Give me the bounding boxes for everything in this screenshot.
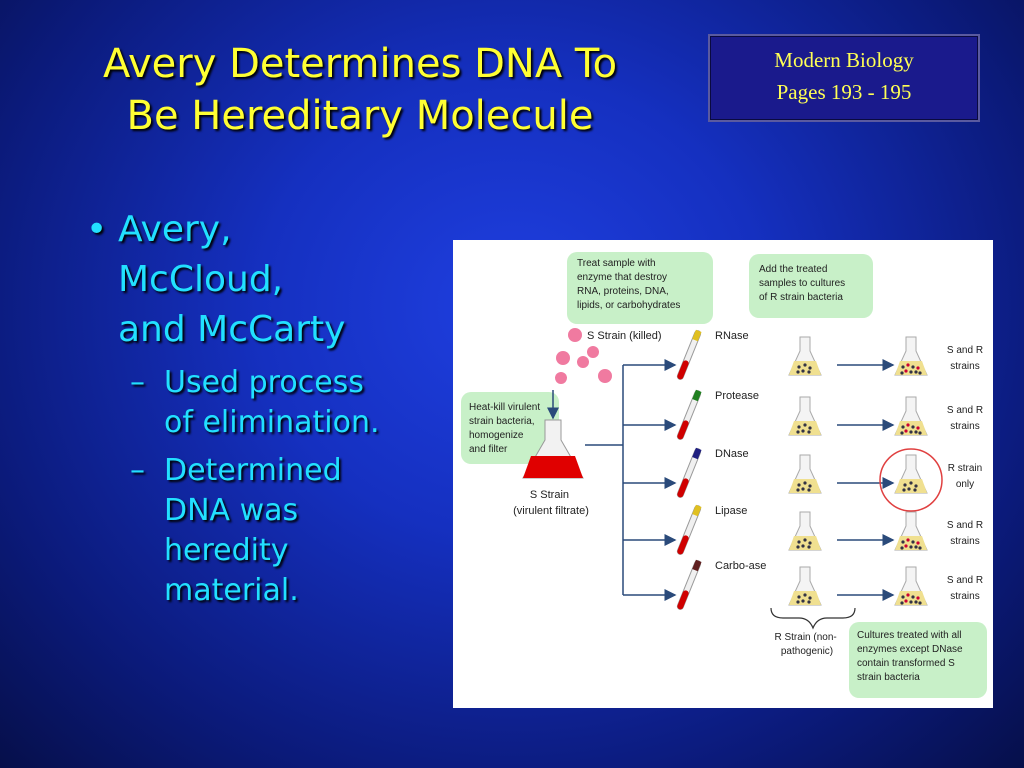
note-result-text: Cultures treated with all enzymes except… [857, 630, 965, 683]
bullet-dot: • [86, 209, 108, 250]
sub-bullet-item: – Used process of elimination. [80, 363, 440, 443]
sub-bullet-item: – Determined DNA was heredity material. [80, 451, 440, 611]
r-culture-flask-icon [788, 454, 822, 494]
enzyme-label: RNase [715, 330, 749, 342]
s-strain-filtrate-label: S Strain (virulent filtrate) [513, 489, 589, 517]
sub-bullet-line: Determined [164, 453, 342, 488]
slide-title-line-1: Avery Determines DNA To [102, 41, 618, 87]
r-culture-flask-icon [788, 511, 822, 551]
note-result-box [849, 622, 987, 698]
sub-bullet-dash: – [130, 365, 145, 400]
r-culture-flask-icon [788, 566, 822, 606]
result-flask-icon [894, 454, 928, 494]
note-treat-box [567, 252, 713, 324]
r-culture-flask-icon [788, 396, 822, 436]
bullet-list: • Avery, McCloud, and McCarty – Used pro… [80, 205, 440, 611]
reference-box: Modern Biology Pages 193 - 195 [708, 34, 980, 122]
bullet-line: and McCarty [118, 309, 346, 350]
note-add-box [749, 254, 873, 318]
result-flask-icon [894, 566, 928, 606]
reference-book: Modern Biology [774, 48, 914, 72]
s-strain-killed-label: S Strain (killed) [587, 330, 662, 342]
r-culture-flask-icon [788, 336, 822, 376]
sub-bullet-line: Used process [164, 365, 364, 400]
enzyme-tube-icon [676, 559, 702, 610]
slide-title-line-2: Be Hereditary Molecule [126, 93, 594, 139]
enzyme-label: DNase [715, 448, 749, 460]
result-flask-icon [894, 511, 928, 551]
enzyme-tube-icon [676, 504, 702, 555]
enzyme-tube-icon [676, 329, 702, 380]
enzyme-tube-icon [676, 389, 702, 440]
note-heat-box [461, 392, 559, 464]
reference-pages: Pages 193 - 195 [776, 80, 912, 104]
result-flask-icon [894, 336, 928, 376]
enzyme-label: Carbo-ase [715, 560, 766, 572]
slide-title: Avery Determines DNA To Be Hereditary Mo… [20, 38, 700, 142]
r-strain-bracket [770, 607, 856, 630]
sub-bullet-line: DNA was [164, 493, 299, 528]
enzyme-label: Lipase [715, 505, 747, 517]
diagram-svg: Treat sample with enzyme that destroy RN… [461, 252, 987, 698]
sub-bullet-dash: – [130, 453, 145, 488]
sub-bullet-line: of elimination. [164, 405, 380, 440]
sub-bullet-line: heredity [164, 533, 289, 568]
note-heat-text: Heat-kill virulent strain bacteria, homo… [469, 402, 543, 455]
bullet-line: McCloud, [118, 259, 284, 300]
sub-bullet-line: material. [164, 573, 299, 608]
enzyme-label: Protease [715, 390, 759, 402]
r-strain-label: R Strain (non- pathogenic) [774, 632, 839, 657]
avery-experiment-diagram: Treat sample with enzyme that destroy RN… [453, 240, 993, 708]
bullet-item: • Avery, McCloud, and McCarty [80, 205, 440, 355]
note-add-text: Add the treated samples to cultures of R… [759, 264, 848, 303]
note-treat-text: Treat sample with enzyme that destroy RN… [577, 258, 680, 311]
bullet-line: Avery, [118, 209, 232, 250]
s-strain-flask-icon [522, 419, 584, 479]
result-flask-icon [894, 396, 928, 436]
killed-bacteria-icon [555, 328, 612, 384]
enzyme-tube-icon [676, 447, 702, 498]
highlight-circle [879, 448, 943, 512]
